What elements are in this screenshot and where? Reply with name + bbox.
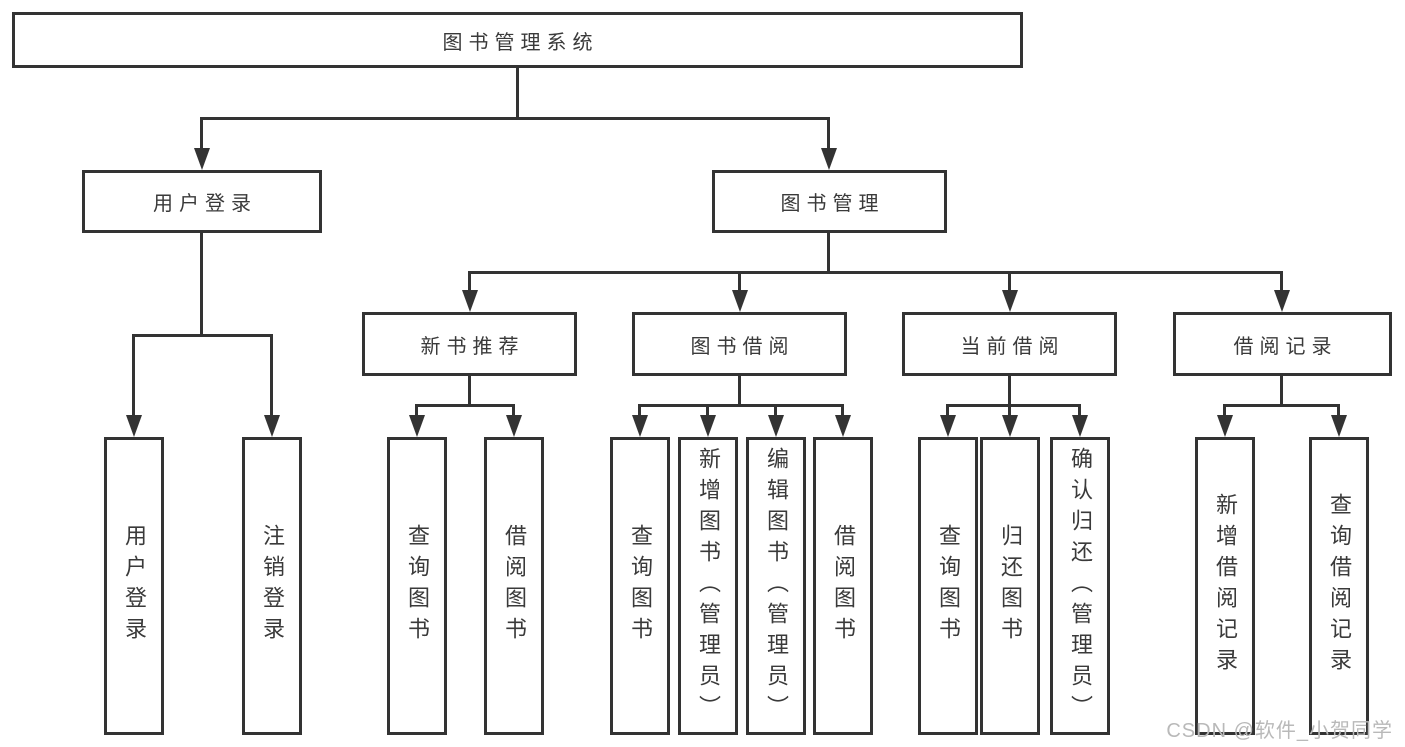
connector-line	[132, 334, 135, 419]
connector-line	[132, 334, 273, 337]
connector-line	[1223, 404, 1226, 419]
leaf-query-books-current: 查询图书	[918, 437, 978, 735]
node-new-book-recommend: 新书推荐	[362, 312, 577, 376]
node-current-borrow: 当前借阅	[902, 312, 1117, 376]
arrowhead-icon	[821, 148, 837, 170]
node-label: 查询图书	[936, 524, 961, 648]
node-label: 确认归还（管理员）	[1068, 446, 1093, 726]
node-label: 查询图书	[628, 524, 653, 648]
connector-line	[468, 271, 1283, 274]
connector-line	[468, 374, 471, 407]
connector-line	[1280, 271, 1283, 294]
leaf-return-books: 归还图书	[980, 437, 1040, 735]
leaf-edit-books-admin: 编辑图书（管理员）	[746, 437, 806, 735]
leaf-borrow-books-recommend: 借阅图书	[484, 437, 544, 735]
leaf-confirm-return-admin: 确认归还（管理员）	[1050, 437, 1110, 735]
leaf-add-books-admin: 新增图书（管理员）	[678, 437, 738, 735]
connector-line	[706, 404, 709, 419]
leaf-logout: 注销登录	[242, 437, 302, 735]
connector-line	[415, 404, 515, 407]
connector-line	[415, 404, 418, 419]
node-label: 当前借阅	[960, 335, 1065, 358]
connector-line	[200, 117, 830, 120]
node-label: 用户登录	[153, 193, 257, 215]
connector-line	[738, 271, 741, 294]
node-label: 用户登录	[122, 524, 147, 648]
connector-line	[738, 374, 741, 407]
node-label: 新书推荐	[420, 335, 525, 358]
node-library-management-system: 图书管理系统	[12, 12, 1023, 68]
node-label: 新增图书（管理员）	[696, 446, 721, 726]
node-label: 图书借阅	[690, 335, 795, 358]
connector-line	[841, 404, 844, 419]
connector-line	[1223, 404, 1340, 407]
csdn-watermark: CSDN @软件_小贺同学	[1166, 720, 1393, 742]
connector-line	[1280, 374, 1283, 407]
node-user-login: 用户登录	[82, 170, 322, 233]
leaf-borrow-books: 借阅图书	[813, 437, 873, 735]
leaf-query-borrow-record: 查询借阅记录	[1309, 437, 1369, 735]
arrowhead-icon	[1002, 290, 1018, 312]
connector-line	[774, 404, 777, 419]
arrowhead-icon	[1217, 415, 1233, 437]
connector-line	[1078, 404, 1081, 419]
connector-line	[1008, 374, 1011, 407]
node-book-management: 图书管理	[712, 170, 947, 233]
connector-line	[516, 66, 519, 120]
arrowhead-icon	[700, 415, 716, 437]
node-label: 查询借阅记录	[1327, 493, 1352, 679]
arrowhead-icon	[194, 148, 210, 170]
arrowhead-icon	[462, 290, 478, 312]
connector-line	[200, 231, 203, 337]
arrowhead-icon	[1072, 415, 1088, 437]
connector-line	[468, 271, 471, 294]
arrowhead-icon	[1274, 290, 1290, 312]
node-label: 编辑图书（管理员）	[764, 446, 789, 726]
leaf-query-books-borrow: 查询图书	[610, 437, 670, 735]
node-label: 借阅记录	[1233, 335, 1338, 358]
leaf-user-login: 用户登录	[104, 437, 164, 735]
connector-line	[827, 231, 830, 273]
connector-line	[512, 404, 515, 419]
connector-line	[1008, 404, 1011, 419]
connector-line	[1337, 404, 1340, 419]
connector-line	[638, 404, 844, 407]
arrowhead-icon	[1002, 415, 1018, 437]
node-label: 归还图书	[998, 524, 1023, 648]
arrowhead-icon	[264, 415, 280, 437]
connector-line	[638, 404, 641, 419]
node-book-borrow: 图书借阅	[632, 312, 847, 376]
leaf-query-books-recommend: 查询图书	[387, 437, 447, 735]
node-borrow-record: 借阅记录	[1173, 312, 1392, 376]
arrowhead-icon	[940, 415, 956, 437]
node-label: 注销登录	[260, 524, 285, 648]
arrowhead-icon	[126, 415, 142, 437]
node-label: 借阅图书	[831, 524, 856, 648]
connector-line	[1008, 271, 1011, 294]
arrowhead-icon	[835, 415, 851, 437]
node-label: 借阅图书	[502, 524, 527, 648]
arrowhead-icon	[632, 415, 648, 437]
connector-line	[200, 117, 203, 152]
connector-line	[270, 334, 273, 419]
node-label: 图书管理系统	[442, 31, 599, 54]
arrowhead-icon	[768, 415, 784, 437]
node-label: 图书管理	[780, 193, 885, 215]
arrowhead-icon	[506, 415, 522, 437]
connector-line	[946, 404, 949, 419]
connector-line	[827, 117, 830, 152]
arrowhead-icon	[409, 415, 425, 437]
connector-line	[946, 404, 1081, 407]
node-label: 查询图书	[405, 524, 430, 648]
arrowhead-icon	[732, 290, 748, 312]
node-label: 新增借阅记录	[1213, 493, 1238, 679]
arrowhead-icon	[1331, 415, 1347, 437]
leaf-add-borrow-record: 新增借阅记录	[1195, 437, 1255, 735]
